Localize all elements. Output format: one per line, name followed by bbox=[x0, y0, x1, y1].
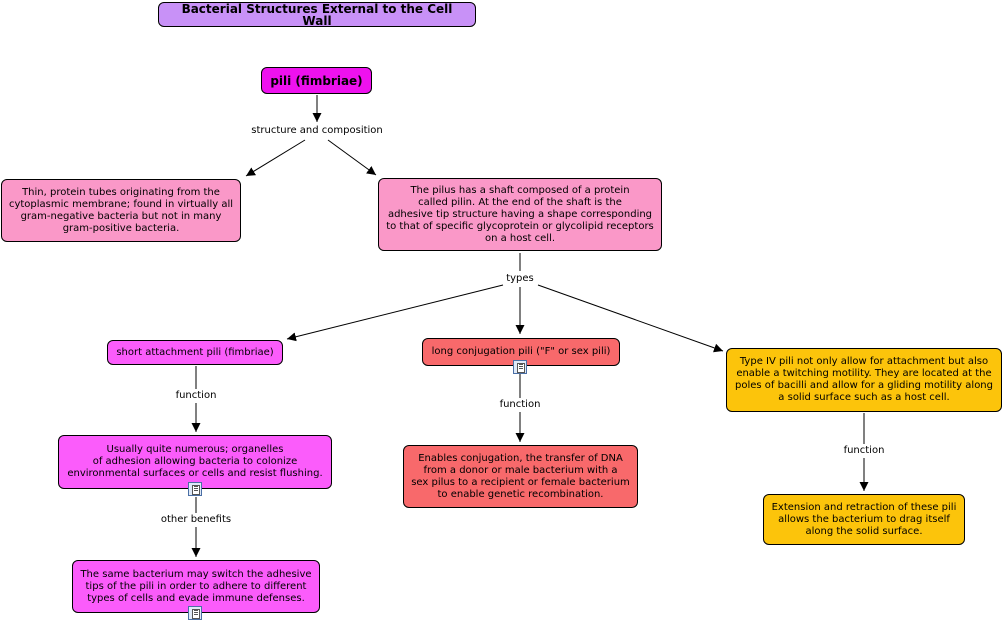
link-label-function-short: function bbox=[173, 390, 219, 402]
document-icon[interactable] bbox=[513, 360, 527, 374]
node-short-attachment-pili[interactable]: short attachment pili (fimbriae) bbox=[107, 340, 283, 365]
link-label-function-type4: function bbox=[841, 445, 887, 457]
node-extension-retraction[interactable]: Extension and retraction of these pili a… bbox=[763, 494, 965, 545]
node-type-iv-pili[interactable]: Type IV pili not only allow for attachme… bbox=[726, 348, 1002, 412]
link-label-types: types bbox=[504, 273, 536, 285]
node-protein-tubes[interactable]: Thin, protein tubes originating from the… bbox=[1, 179, 241, 242]
node-pilus-shaft[interactable]: The pilus has a shaft composed of a prot… bbox=[378, 178, 662, 251]
node-enables-conjugation[interactable]: Enables conjugation, the transfer of DNA… bbox=[403, 445, 638, 508]
document-icon[interactable] bbox=[188, 482, 202, 496]
node-pili[interactable]: pili (fimbriae) bbox=[261, 67, 372, 94]
diagram-title: Bacterial Structures External to the Cel… bbox=[158, 2, 476, 27]
link-label-other-benefits: other benefits bbox=[158, 514, 234, 526]
link-label-structure: structure and composition bbox=[249, 125, 385, 137]
node-switch-adhesive-tips[interactable]: The same bacterium may switch the adhesi… bbox=[72, 560, 320, 613]
node-usually-numerous[interactable]: Usually quite numerous; organelles of ad… bbox=[58, 435, 332, 489]
document-icon[interactable] bbox=[188, 606, 202, 620]
link-label-function-long: function bbox=[497, 399, 543, 411]
